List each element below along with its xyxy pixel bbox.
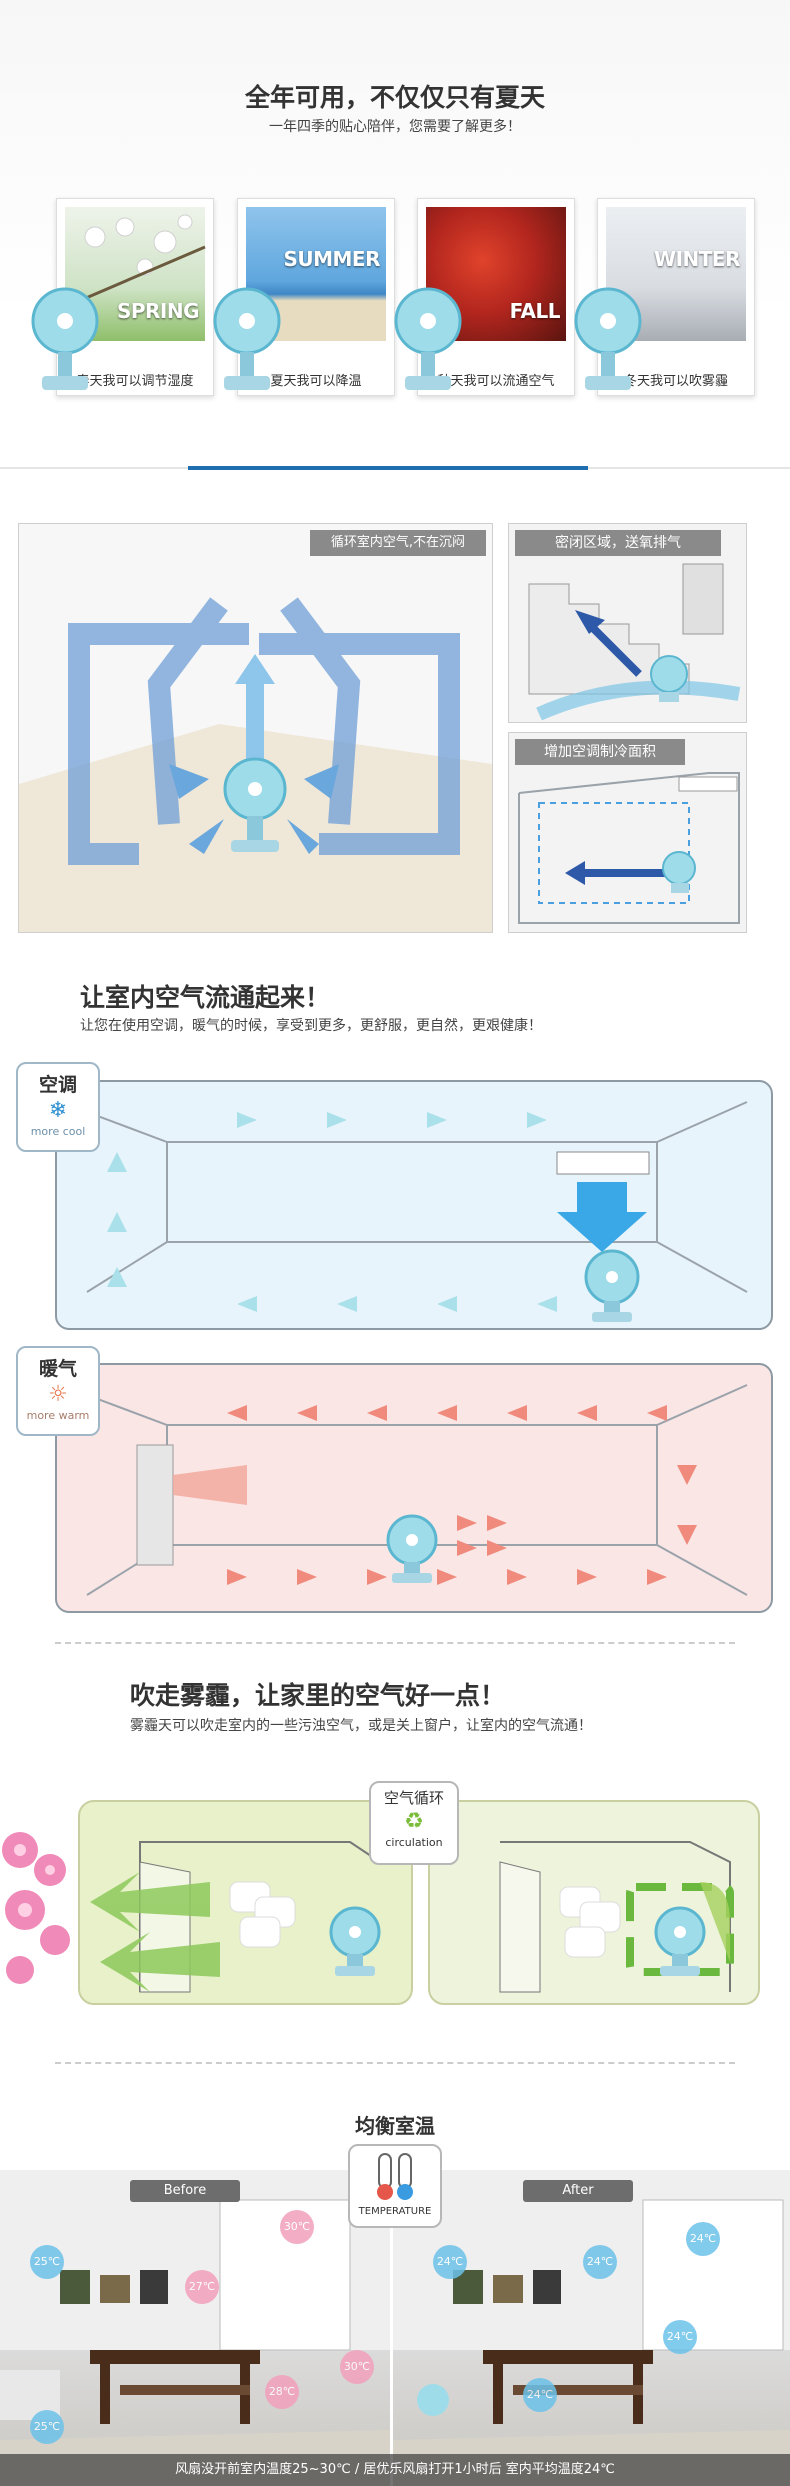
warm-room-illustration [86,1384,748,1596]
warm-sub: more warm [26,1409,90,1422]
circulation-badge-sub: circulation [385,1836,443,1849]
temp-bubble: 28℃ [265,2375,299,2409]
orchid-icon [2,1832,70,1984]
sun-icon: ☼ [48,1382,68,1407]
living-room-illustration [393,2170,790,2486]
temperature-badge-label: TEMPERATURE [358,2206,432,2217]
room-floor-illustration [19,524,492,932]
temp-bubble: 24℃ [523,2378,557,2412]
temperature-footer: 风扇没开前室内温度25~30℃ / 居优乐风扇打开1小时后 室内平均温度24℃ [0,2454,790,2486]
season-caption: 春天我可以调节湿度 [76,374,194,389]
season-caption: 冬天我可以吹雾霾 [623,374,728,389]
temp-bubble: 27℃ [185,2270,219,2304]
temperature-title: 均衡室温 [355,2114,435,2138]
thermometer-icon [377,2153,413,2200]
season-word: WINTER [654,247,740,271]
haze-title: 吹走雾霾，让家里的空气好一点！ [130,1681,506,1710]
warm-label-badge: 暖气 ☼ more warm [16,1346,100,1436]
temp-bubble: 24℃ [686,2222,720,2256]
aircon-area-diagram: 增加空调制冷面积 [508,732,747,933]
season-card-winter: WINTER 冬天我可以吹雾霾 [597,198,755,396]
season-word: FALL [509,299,561,323]
temp-bubble: 24℃ [583,2245,617,2279]
season-caption: 夏天我可以降温 [270,374,362,389]
cool-label-badge: 空调 ❄ more cool [16,1062,100,1152]
airflow-title: 让室内空气流通起来！ [80,983,331,1012]
snowflake-icon: ❄ [48,1098,68,1123]
haze-subtitle: 雾霾天可以吹走室内的一些污浊空气，或是关上窗户，让室内的空气流通！ [130,1718,592,1734]
seasons-section: 全年可用，不仅仅只有夏天 一年四季的贴心陪伴，您需要了解更多！ SPRING 春… [0,0,790,452]
haze-circulation-panel [428,1800,760,2005]
temp-bubble: 25℃ [30,2245,64,2279]
season-caption: 秋天我可以流通空气 [437,374,555,389]
warm-label: 暖气 [38,1358,77,1380]
staircase-illustration [528,563,741,721]
cool-label: 空调 [38,1074,77,1096]
air-circulation-diagram: 循环室内空气,不在沉闷 [18,523,493,933]
fan-icon [31,287,99,390]
after-label: After [523,2180,633,2202]
haze-out-illustration [90,1841,381,1993]
circulation-badge: 空气循环 ♻ circulation [369,1781,459,1865]
closed-area-diagram: 密闭区域，送氧排气 [508,523,747,723]
cool-sub: more cool [30,1125,86,1138]
aircon-room-illustration [518,772,740,924]
circulation-badge-title: 空气循环 [383,1789,444,1807]
cool-room-panel [55,1080,773,1330]
haze-circulation-illustration [499,1841,734,1993]
before-photo: Before 25℃ 27℃ 30℃ 30℃ 28℃ 25℃ [0,2170,390,2486]
temp-bubble: 30℃ [280,2210,314,2244]
seasons-subtitle: 一年四季的贴心陪伴，您需要了解更多！ [269,119,521,135]
temp-bubble: 24℃ [663,2320,697,2354]
airflow-subtitle: 让您在使用空调，暖气的时候，享受到更多，更舒服，更自然，更艰健康！ [80,1018,542,1034]
after-photo: After 24℃ 24℃ 24℃ 24℃ 24℃ [393,2170,790,2486]
temp-bubble: 30℃ [340,2350,374,2384]
closed-area-tag: 密闭区域，送氧排气 [515,530,721,556]
dashed-divider [55,2062,735,2064]
temp-bubble: 25℃ [30,2410,64,2444]
divider-accent [188,466,588,470]
haze-out-panel [78,1800,413,2005]
before-label: Before [130,2180,240,2202]
warm-room-panel [55,1363,773,1613]
aircon-area-tag: 增加空调制冷面积 [515,739,685,765]
temp-bubble: 24℃ [433,2245,467,2279]
season-word: SPRING [116,299,200,323]
season-word: SUMMER [283,247,380,271]
cool-room-illustration [86,1101,748,1322]
fan-icon [394,287,462,390]
dashed-divider [55,1642,735,1644]
fan-icon [574,287,642,390]
main-diagram-tag: 循环室内空气,不在沉闷 [310,530,486,556]
recycle-icon: ♻ [404,1809,424,1834]
blossom-icon [65,214,206,309]
fan-icon [213,287,281,390]
temperature-badge: TEMPERATURE [348,2144,442,2228]
seasons-title: 全年可用，不仅仅只有夏天 [244,83,545,112]
